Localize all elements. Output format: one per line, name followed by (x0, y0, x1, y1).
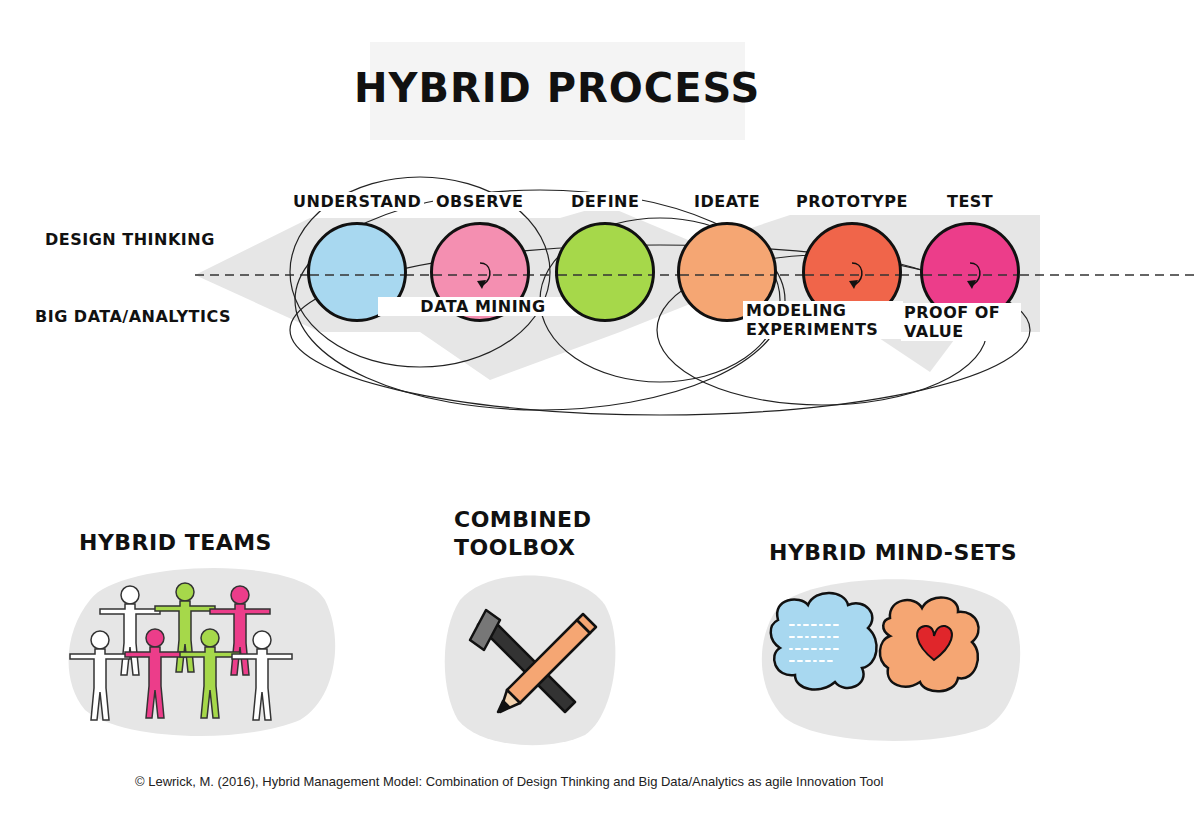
mindsets-blob (762, 579, 1020, 741)
people-figures (70, 583, 292, 720)
process-circle: OBSERVEDATA MINING (430, 222, 530, 322)
process-circle: TESTPROOF OF VALUE (920, 222, 1020, 322)
row-label: BIG DATA/ANALYTICS (35, 307, 231, 326)
feature-blob: COMBINED TOOLBOX (445, 575, 615, 745)
step-heading: UNDERSTAND (290, 192, 424, 211)
feature-blob: HYBRID MIND-SETS (760, 580, 1020, 735)
toolbox-icon (470, 610, 596, 712)
caption-text: © Lewrick, M. (2016), Hybrid Management … (135, 774, 883, 790)
feature-heading: HYBRID TEAMS (76, 529, 275, 557)
analytics-step: MODELING EXPERIMENTS (743, 301, 903, 339)
circle-marks (558, 225, 652, 319)
analytics-step: PROOF OF VALUE (901, 303, 1021, 341)
feature-heading: HYBRID MIND-SETS (766, 539, 1020, 567)
step-heading: OBSERVE (433, 192, 526, 211)
feature-heading: COMBINED TOOLBOX (451, 506, 617, 561)
loop-ellipses (290, 177, 1030, 415)
grey-band (195, 205, 1040, 380)
row-label: DESIGN THINKING (45, 230, 215, 249)
step-heading: IDEATE (691, 192, 763, 211)
axis-line (195, 274, 1200, 276)
analytics-step: DATA MINING (378, 297, 588, 316)
toolbox-blob (445, 575, 616, 745)
feature-blob: HYBRID TEAMS (70, 570, 335, 730)
step-heading: DEFINE (568, 192, 642, 211)
teams-blob (69, 568, 336, 736)
mindset-brains (771, 593, 979, 691)
process-circle: PROTOTYPEMODELING EXPERIMENTS (802, 222, 902, 322)
step-heading: TEST (944, 192, 996, 211)
step-heading: PROTOTYPE (793, 192, 911, 211)
title-text: HYBRID PROCESS (354, 64, 760, 112)
process-circle: DEFINE (555, 222, 655, 322)
